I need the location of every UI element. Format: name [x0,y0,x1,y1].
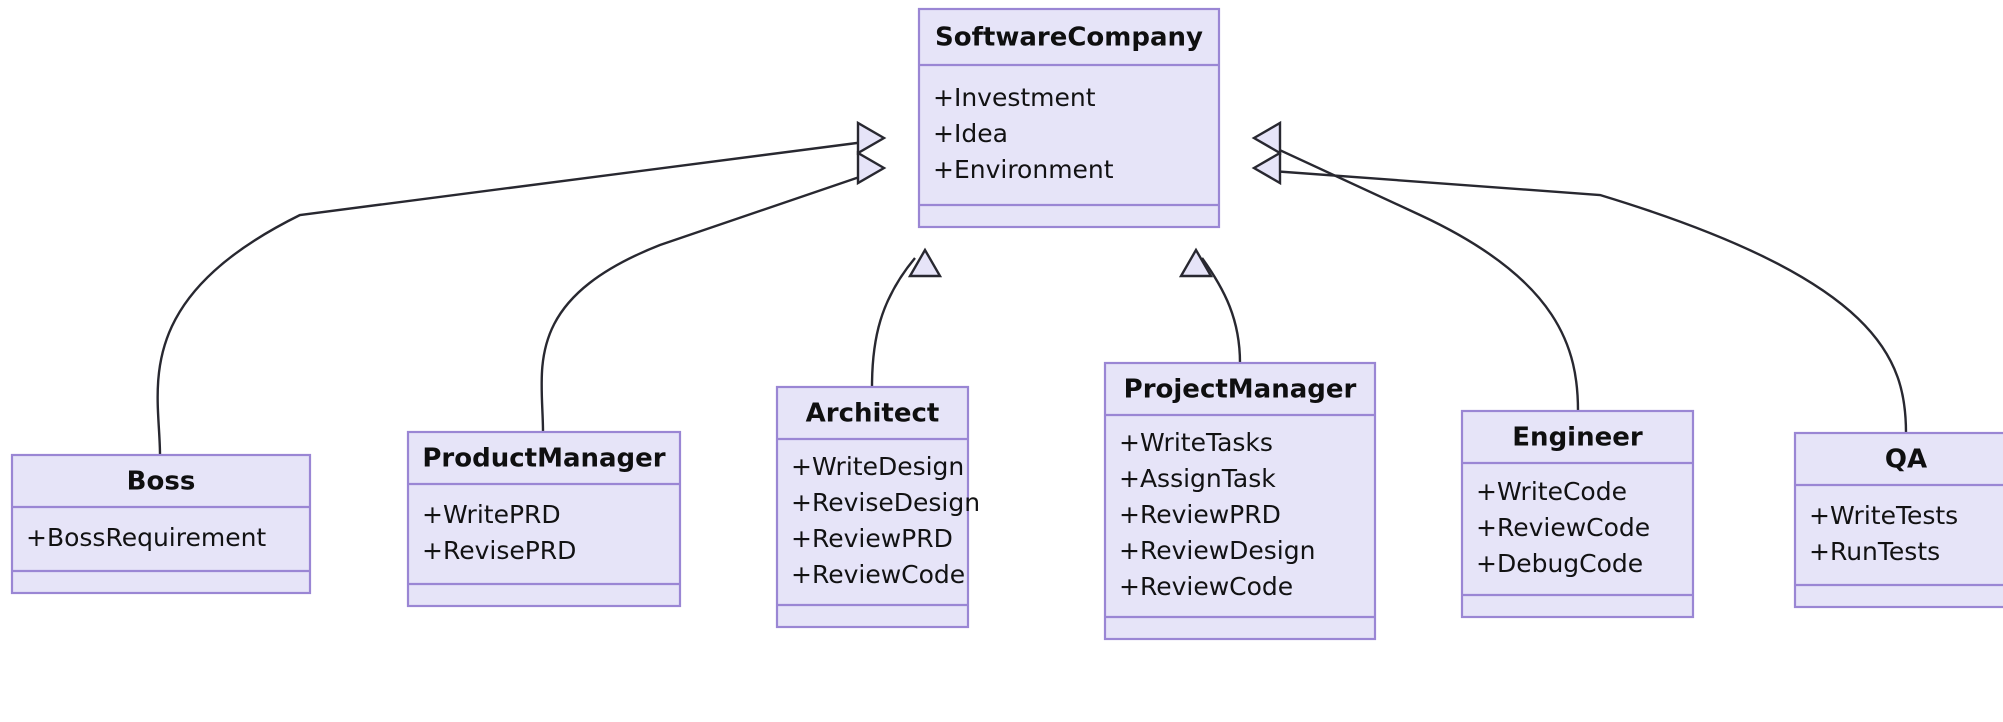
edge-architect-generalization-arrowhead [907,247,943,278]
edge-qa-line [1257,168,1908,434]
class-member: +WritePRD [422,500,561,529]
edge-project-manager-generalization-arrowhead [1178,247,1214,278]
class-box-frame [775,385,970,629]
edge-product-manager [540,150,887,433]
class-member: +WriteTests [1809,501,1958,530]
class-name-qa: QA [1885,445,1927,475]
class-member: +Idea [933,119,1008,148]
edge-project-manager [1178,247,1242,364]
class-member: +WriteCode [1476,477,1627,506]
class-name-project-manager: ProjectManager [1124,375,1357,405]
edge-engineer [1251,120,1580,412]
edge-engineer-line [1257,138,1580,412]
class-member: +BossRequirement [26,523,266,552]
class-box-frame [1793,431,2003,609]
class-box-frame [406,430,682,608]
class-name-software-company: SoftwareCompany [935,23,1203,53]
class-member: +AssignTask [1119,464,1276,493]
class-box-frame [1460,409,1695,619]
class-box-engineer[interactable]: Engineer +WriteCode +ReviewCode +DebugCode [1460,409,1695,619]
class-box-architect[interactable]: Architect +WriteDesign +ReviseDesign +Revie… [775,385,980,629]
class-box-frame [917,7,1221,229]
class-box-software-company[interactable]: SoftwareCompany +Investment +Idea +Environm… [917,7,1221,229]
class-member: +ReviewCode [1476,513,1650,542]
class-member: +RevisePRD [422,536,576,565]
class-boxes-layer: SoftwareCompany +Investment +Idea +Environm… [10,7,2003,641]
class-member: +Investment [933,83,1096,112]
class-member: +ReviewDesign [1119,536,1315,565]
class-member: +WriteDesign [791,452,964,481]
edge-product-manager-generalization-arrowhead [856,150,887,186]
class-name-product-manager: ProductManager [422,444,665,474]
class-member: +ReviewPRD [791,524,953,553]
class-name-boss: Boss [127,467,196,497]
edge-architect-line [870,257,916,388]
class-box-boss[interactable]: Boss +BossRequirement [10,453,312,595]
class-box-product-manager[interactable]: ProductManager +WritePRD +RevisePRD [406,430,682,608]
edge-product-manager-line [540,168,881,433]
edge-qa-generalization-arrowhead [1251,150,1282,186]
class-member: +ReviewCode [791,560,965,589]
class-box-qa[interactable]: QA +WriteTests +RunTests [1793,431,2003,609]
edge-architect [870,247,943,388]
edge-qa [1251,150,1908,434]
class-box-frame [1103,361,1377,641]
class-member: +RunTests [1809,537,1940,566]
class-member: +ReviewCode [1119,572,1293,601]
edge-boss [156,120,887,456]
relationship-edges-layer [156,120,1908,456]
edge-boss-line [156,138,881,456]
class-box-project-manager[interactable]: ProjectManager +WriteTasks +AssignTask +Rev… [1103,361,1377,641]
class-member: +ReviewPRD [1119,500,1281,529]
class-member: +DebugCode [1476,549,1643,578]
class-member: +WriteTasks [1119,428,1273,457]
class-name-engineer: Engineer [1512,423,1643,453]
edge-project-manager-line [1201,257,1242,364]
edge-engineer-generalization-arrowhead [1251,120,1282,156]
edge-boss-generalization-arrowhead [856,120,887,156]
class-name-architect: Architect [806,399,940,429]
class-member: +ReviseDesign [791,488,980,517]
class-member: +Environment [933,155,1114,184]
